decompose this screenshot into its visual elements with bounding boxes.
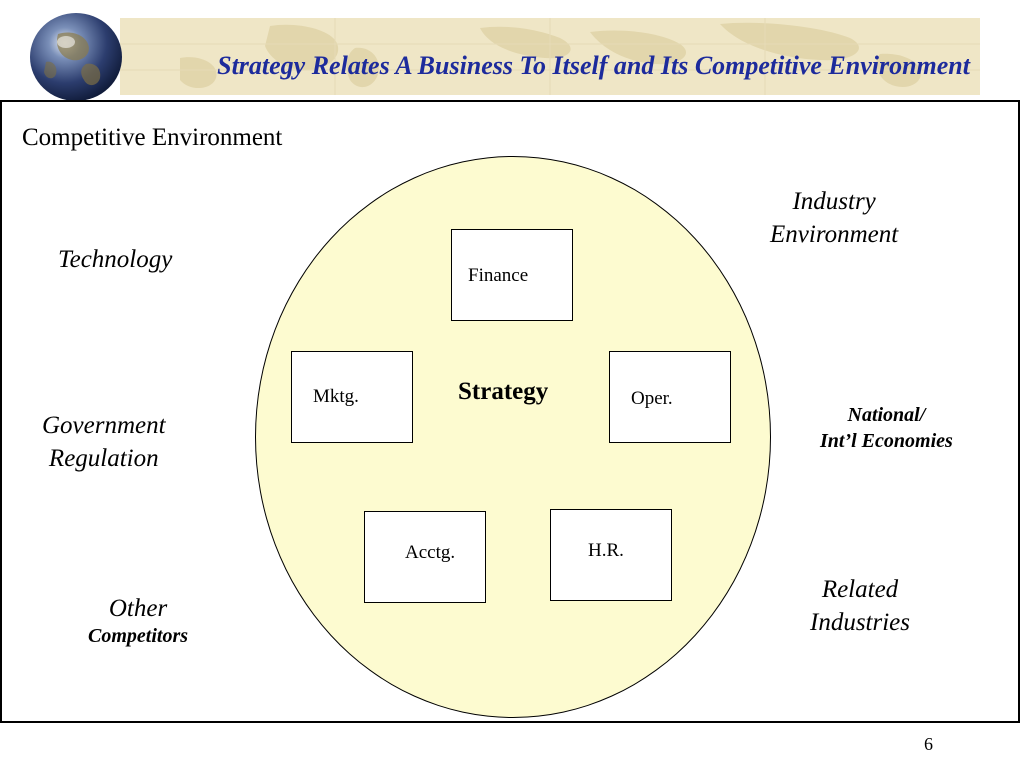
government-line2: Regulation (48, 445, 159, 472)
world-map-texture (120, 18, 980, 95)
economies-label: National/ Int’l Economies (820, 402, 953, 455)
other-competitors-label: Other Competitors (88, 594, 188, 648)
other-line2: Competitors (88, 625, 189, 647)
accounting-box: Acctg. (364, 511, 486, 603)
operations-box: Oper. (609, 351, 731, 443)
government-line1: Government (42, 412, 166, 439)
strategy-label: Strategy (458, 378, 549, 405)
slide-title: Strategy Relates A Business To Itself an… (217, 51, 970, 80)
industry-line1: Industry (792, 188, 876, 215)
globe-icon (28, 12, 124, 102)
industry-line2: Environment (770, 221, 899, 248)
hr-label: H.R. (588, 540, 624, 561)
economies-line2: Int’l Economies (820, 430, 953, 453)
related-line1: Related (821, 576, 899, 603)
accounting-label: Acctg. (405, 542, 456, 563)
marketing-box: Mktg. (291, 351, 413, 443)
finance-label: Finance (468, 265, 529, 286)
technology-label: Technology (58, 246, 173, 273)
operations-label: Oper. (631, 388, 673, 409)
economies-line1: National/ (847, 404, 926, 426)
industry-environment-label: Industry Environment (770, 185, 898, 251)
related-industries-label: Related Industries (810, 573, 910, 639)
hr-box: H.R. (550, 509, 672, 601)
content-frame (0, 100, 1020, 723)
page-number: 6 (924, 734, 933, 754)
related-line2: Industries (810, 609, 910, 636)
marketing-label: Mktg. (313, 386, 359, 407)
other-line1: Other (108, 595, 168, 622)
header-banner: Strategy Relates A Business To Itself an… (120, 18, 980, 95)
section-title: Competitive Environment (22, 124, 283, 151)
government-regulation-label: Government Regulation (42, 409, 166, 475)
finance-box: Finance (451, 229, 573, 321)
